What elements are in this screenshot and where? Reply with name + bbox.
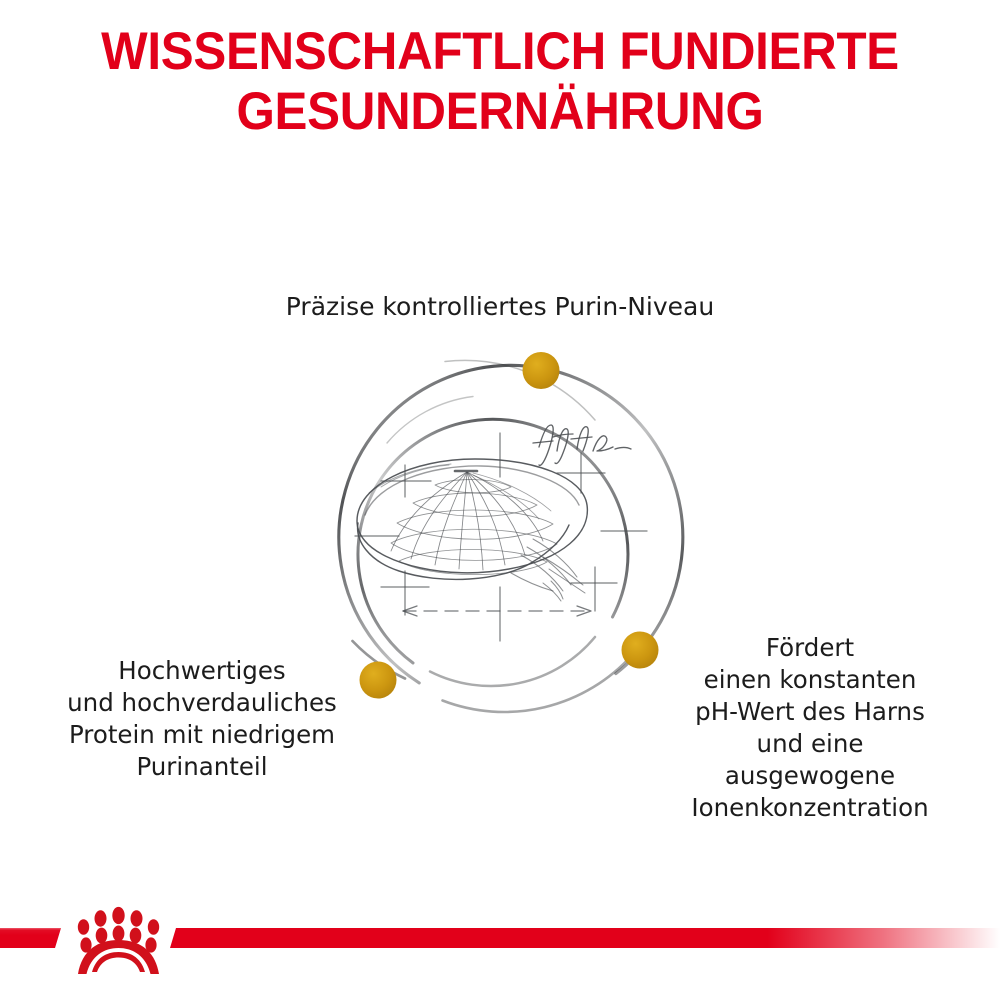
apex-rays xyxy=(472,472,552,520)
logo-dot xyxy=(112,925,125,942)
benefit-label-left: Hochwertiges und hochverdauliches Protei… xyxy=(67,656,337,782)
headline-line-1: WISSENSCHAFTLICH FUNDIERTE xyxy=(101,22,899,81)
logo-dot xyxy=(95,927,108,944)
logo-dot xyxy=(145,937,157,953)
benefit-dot-bottom-left[interactable] xyxy=(359,661,397,699)
kibble-wireframe-longitudes xyxy=(390,471,544,571)
logo-dot xyxy=(94,910,107,927)
headline-line-2: GESUNDERNÄHRUNG xyxy=(236,81,764,141)
kibble-left-strokes xyxy=(368,463,452,494)
royal-canin-logo xyxy=(77,906,160,974)
logo-dot xyxy=(147,919,160,935)
brand-bar-left-sheen xyxy=(0,928,61,935)
benefit-label-right: Fördert einen konstanten pH-Wert des Har… xyxy=(691,633,929,823)
inner-sketch-ring xyxy=(356,395,630,688)
outer-sketch-ring xyxy=(337,359,685,714)
kibble-wireframe-latitudes xyxy=(390,479,558,576)
logo-arc-outer xyxy=(78,940,159,974)
kibble-sketch-graphic xyxy=(295,325,705,735)
logo-dot xyxy=(80,937,92,953)
dimension-line xyxy=(402,605,592,617)
brand-band xyxy=(0,900,1000,1000)
brand-bar-right xyxy=(170,928,1000,948)
benefit-dot-right[interactable] xyxy=(621,631,659,669)
page-title: WISSENSCHAFTLICH FUNDIERTE GESUNDERNÄHRU… xyxy=(35,22,965,142)
logo-dot xyxy=(77,919,90,935)
logo-dot xyxy=(130,910,143,927)
handwritten-annotation xyxy=(532,424,632,467)
kibble-body xyxy=(356,458,589,581)
logo-dot xyxy=(129,927,142,944)
benefit-dot-top[interactable] xyxy=(522,352,560,389)
logo-arc-inner xyxy=(92,952,145,972)
benefit-label-top: Präzise kontrolliertes Purin-Niveau xyxy=(285,292,715,321)
logo-dot xyxy=(112,906,125,925)
benefit-dots xyxy=(359,352,659,699)
construction-marks xyxy=(354,432,648,642)
kibble-hatching xyxy=(510,538,586,602)
kibble-drawing xyxy=(354,424,648,642)
